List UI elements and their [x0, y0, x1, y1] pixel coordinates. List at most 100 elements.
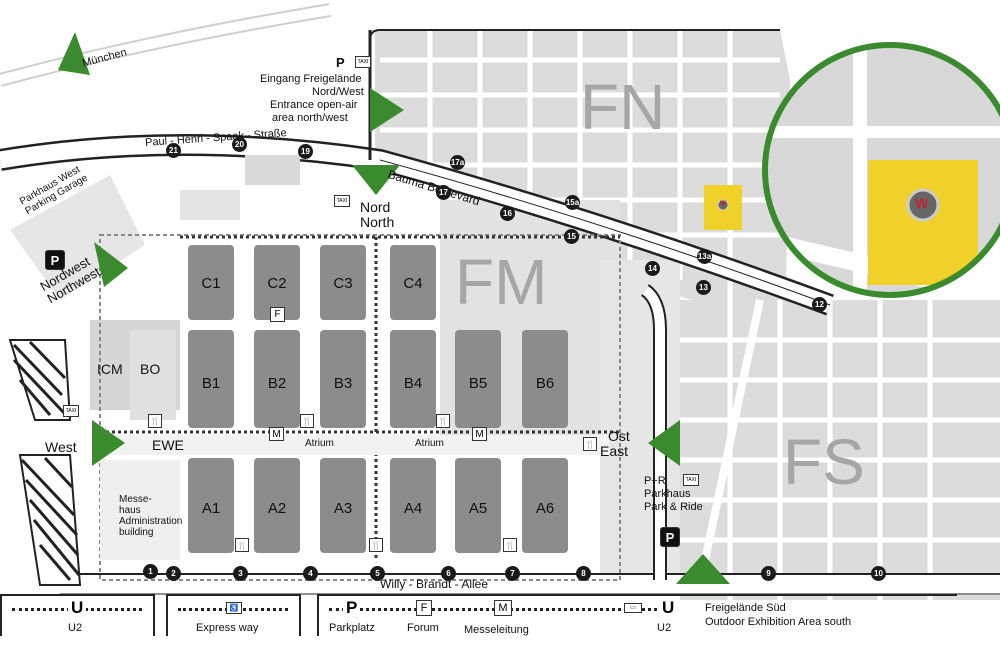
- gate-20[interactable]: 20: [232, 137, 247, 152]
- hall-b6[interactable]: B6: [535, 375, 555, 392]
- legend-messeleitung-icon: M: [494, 600, 512, 616]
- legend-south-en: Outdoor Exhibition Area south: [705, 616, 852, 628]
- legend-bus-icon: ▭: [624, 603, 642, 613]
- hall-a3[interactable]: A3: [333, 500, 353, 517]
- halls-c: [188, 245, 436, 320]
- pr-en: Park & Ride: [644, 501, 703, 513]
- pr-label: P+R: [644, 475, 666, 487]
- gate-5[interactable]: 5: [370, 566, 385, 581]
- restaurant-icon-1: 🍴: [148, 414, 162, 428]
- hall-a2[interactable]: A2: [267, 500, 287, 517]
- restaurant-icon-2: 🍴: [300, 414, 314, 428]
- west-striped-area: [8, 339, 72, 421]
- restaurant-icon-4: 🍴: [583, 437, 597, 451]
- hall-a1[interactable]: A1: [201, 500, 221, 517]
- arrow-north: [352, 165, 400, 195]
- brand-logo-letter: W: [915, 195, 929, 211]
- gate-9[interactable]: 9: [761, 566, 776, 581]
- fs-grid: [680, 300, 1000, 600]
- zone-fm-label: FM: [455, 246, 548, 318]
- west-label: West: [45, 439, 77, 455]
- gate-1[interactable]: 1: [143, 564, 158, 579]
- zone-fn-label: FN: [580, 71, 666, 143]
- bo-label: BO: [140, 361, 161, 377]
- entrance-nw-de1: Eingang Freigelände: [260, 73, 362, 85]
- hall-a4[interactable]: A4: [403, 500, 423, 517]
- arrow-west: [92, 420, 125, 466]
- entrance-nw-de2: Nord/West: [312, 86, 364, 98]
- taxi-icon-north: TAXI: [334, 195, 350, 207]
- ost-en: East: [600, 443, 629, 459]
- legend-parkplatz: Parkplatz: [329, 622, 375, 634]
- admin-l1: Messe-: [119, 494, 152, 505]
- legend-messeleitung: Messeleitung: [464, 624, 529, 636]
- gate-2[interactable]: 2: [166, 566, 181, 581]
- north-de: Nord: [360, 199, 391, 215]
- gate-16[interactable]: 16: [500, 206, 515, 221]
- taxi-icon: TAXI: [355, 56, 371, 68]
- gate-21[interactable]: 21: [166, 143, 181, 158]
- arrow-northwest: [94, 242, 128, 287]
- legend-express: Express way: [196, 622, 259, 634]
- ewe-label: EWE: [152, 437, 184, 453]
- hall-a5[interactable]: A5: [468, 500, 488, 517]
- gate-15a[interactable]: 15a: [565, 195, 580, 210]
- icm-label: ICM: [97, 361, 123, 377]
- legend-forum: Forum: [407, 622, 439, 634]
- gate-14[interactable]: 14: [645, 261, 660, 276]
- admin-label: Messe- haus Administration building: [119, 494, 182, 538]
- gate-12[interactable]: 12: [812, 297, 827, 312]
- admin-l4: building: [119, 527, 154, 538]
- hall-a6[interactable]: A6: [535, 500, 555, 517]
- hall-c3[interactable]: C3: [333, 275, 353, 292]
- gate-19[interactable]: 19: [298, 144, 313, 159]
- hall-b5[interactable]: B5: [468, 375, 488, 392]
- gate-13[interactable]: 13: [696, 280, 711, 295]
- parking-icon-west: P: [45, 250, 65, 270]
- hall-b2[interactable]: B2: [267, 375, 287, 392]
- legend-u2-b: U2: [657, 622, 672, 634]
- entrance-nw-en1: Entrance open-air: [270, 99, 358, 111]
- ost-de: Ost: [608, 428, 630, 444]
- hall-b3[interactable]: B3: [333, 375, 353, 392]
- gate-15[interactable]: 15: [564, 229, 579, 244]
- restaurant-icon-5: 🍴: [235, 538, 249, 552]
- gate-17a[interactable]: 17a: [450, 155, 465, 170]
- brand-logo-icon: [906, 188, 940, 222]
- legend-u-symbol: U: [68, 598, 87, 618]
- atrium-label-1: Atrium: [305, 438, 334, 449]
- hall-b1[interactable]: B1: [201, 375, 221, 392]
- gate-17[interactable]: 17: [436, 185, 451, 200]
- hall-c1[interactable]: C1: [201, 275, 221, 292]
- messeleitung-icon: M: [269, 427, 284, 441]
- gate-6[interactable]: 6: [441, 566, 456, 581]
- hall-c2[interactable]: C2: [267, 275, 287, 292]
- legend-u-symbol-2: U: [659, 598, 678, 618]
- legend-u2: U2: [68, 622, 83, 634]
- gate-10[interactable]: 10: [871, 566, 886, 581]
- brand-logo-letter-small: W: [720, 201, 726, 207]
- admin-l2: haus: [119, 505, 141, 516]
- gate-7[interactable]: 7: [505, 566, 520, 581]
- zoom-circle: [762, 42, 1000, 298]
- pr-de: Parkhaus: [644, 488, 691, 500]
- parkhaus-west-block: [10, 175, 145, 300]
- road-diagonal: [696, 299, 764, 585]
- legend-express-box: ♿ Express way: [166, 594, 301, 636]
- gate-3[interactable]: 3: [233, 566, 248, 581]
- gate-13a[interactable]: 13a: [697, 249, 712, 264]
- restaurant-icon-6: 🍴: [369, 538, 383, 552]
- road-willy-label: Willy - Brandt - Allee: [380, 577, 489, 591]
- gate-4[interactable]: 4: [303, 566, 318, 581]
- halls-a: [188, 458, 568, 553]
- north-en: North: [360, 214, 395, 230]
- legend-south-de: Freigelände Süd: [705, 602, 786, 614]
- taxi-icon-west: TAXI: [63, 405, 79, 417]
- hall-c4[interactable]: C4: [403, 275, 423, 292]
- legend-p-symbol: P: [343, 598, 361, 618]
- gate-8[interactable]: 8: [576, 566, 591, 581]
- hall-b4[interactable]: B4: [403, 375, 423, 392]
- arrow-south: [676, 554, 730, 584]
